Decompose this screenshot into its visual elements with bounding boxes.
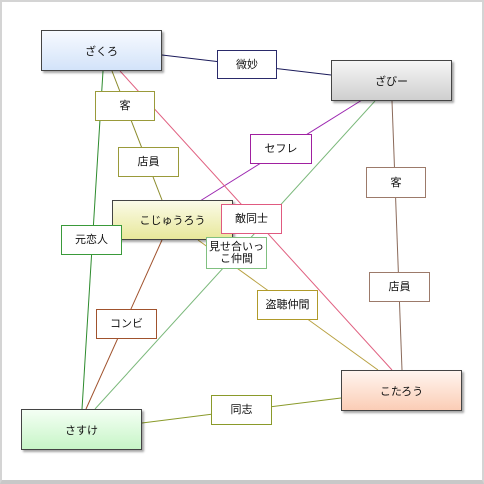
node-zakuro-label: ざくろ [85,44,118,58]
relation-label-misease[interactable]: 見せ合いっ こ仲間 [206,237,267,269]
edge-zabi-kotarou [391,100,403,371]
node-kojuro-label: こじゅうろう [139,214,206,227]
relation-label-sefure[interactable]: セフレ [250,134,312,164]
relation-label-kyaku-zakuro[interactable]: 客 [95,91,155,121]
relation-label-bimyo[interactable]: 微妙 [217,50,277,79]
node-kotarou[interactable]: こたろう [341,370,462,411]
node-sasuke-label: さすけ [65,423,98,437]
node-sasuke[interactable]: さすけ [21,409,142,450]
relation-label-doushi[interactable]: 同志 [211,395,272,425]
relation-label-touchou[interactable]: 盗聴仲間 [257,290,318,320]
node-zabi[interactable]: ざびー [331,60,452,101]
relation-label-konbi[interactable]: コンビ [96,309,157,339]
relation-label-motokoi[interactable]: 元恋人 [61,225,122,255]
relation-label-tekido[interactable]: 敵同士 [221,204,282,234]
relation-label-tenin-kojuro[interactable]: 店員 [118,147,179,177]
node-zabi-label: ざびー [375,74,408,88]
relation-label-kyaku-zabi[interactable]: 客 [366,167,426,198]
node-kotarou-label: こたろう [379,384,424,398]
relation-label-tenin-kotarou[interactable]: 店員 [369,272,430,302]
node-kojuro[interactable]: こじゅうろう [112,200,233,240]
node-zakuro[interactable]: ざくろ [41,30,162,71]
